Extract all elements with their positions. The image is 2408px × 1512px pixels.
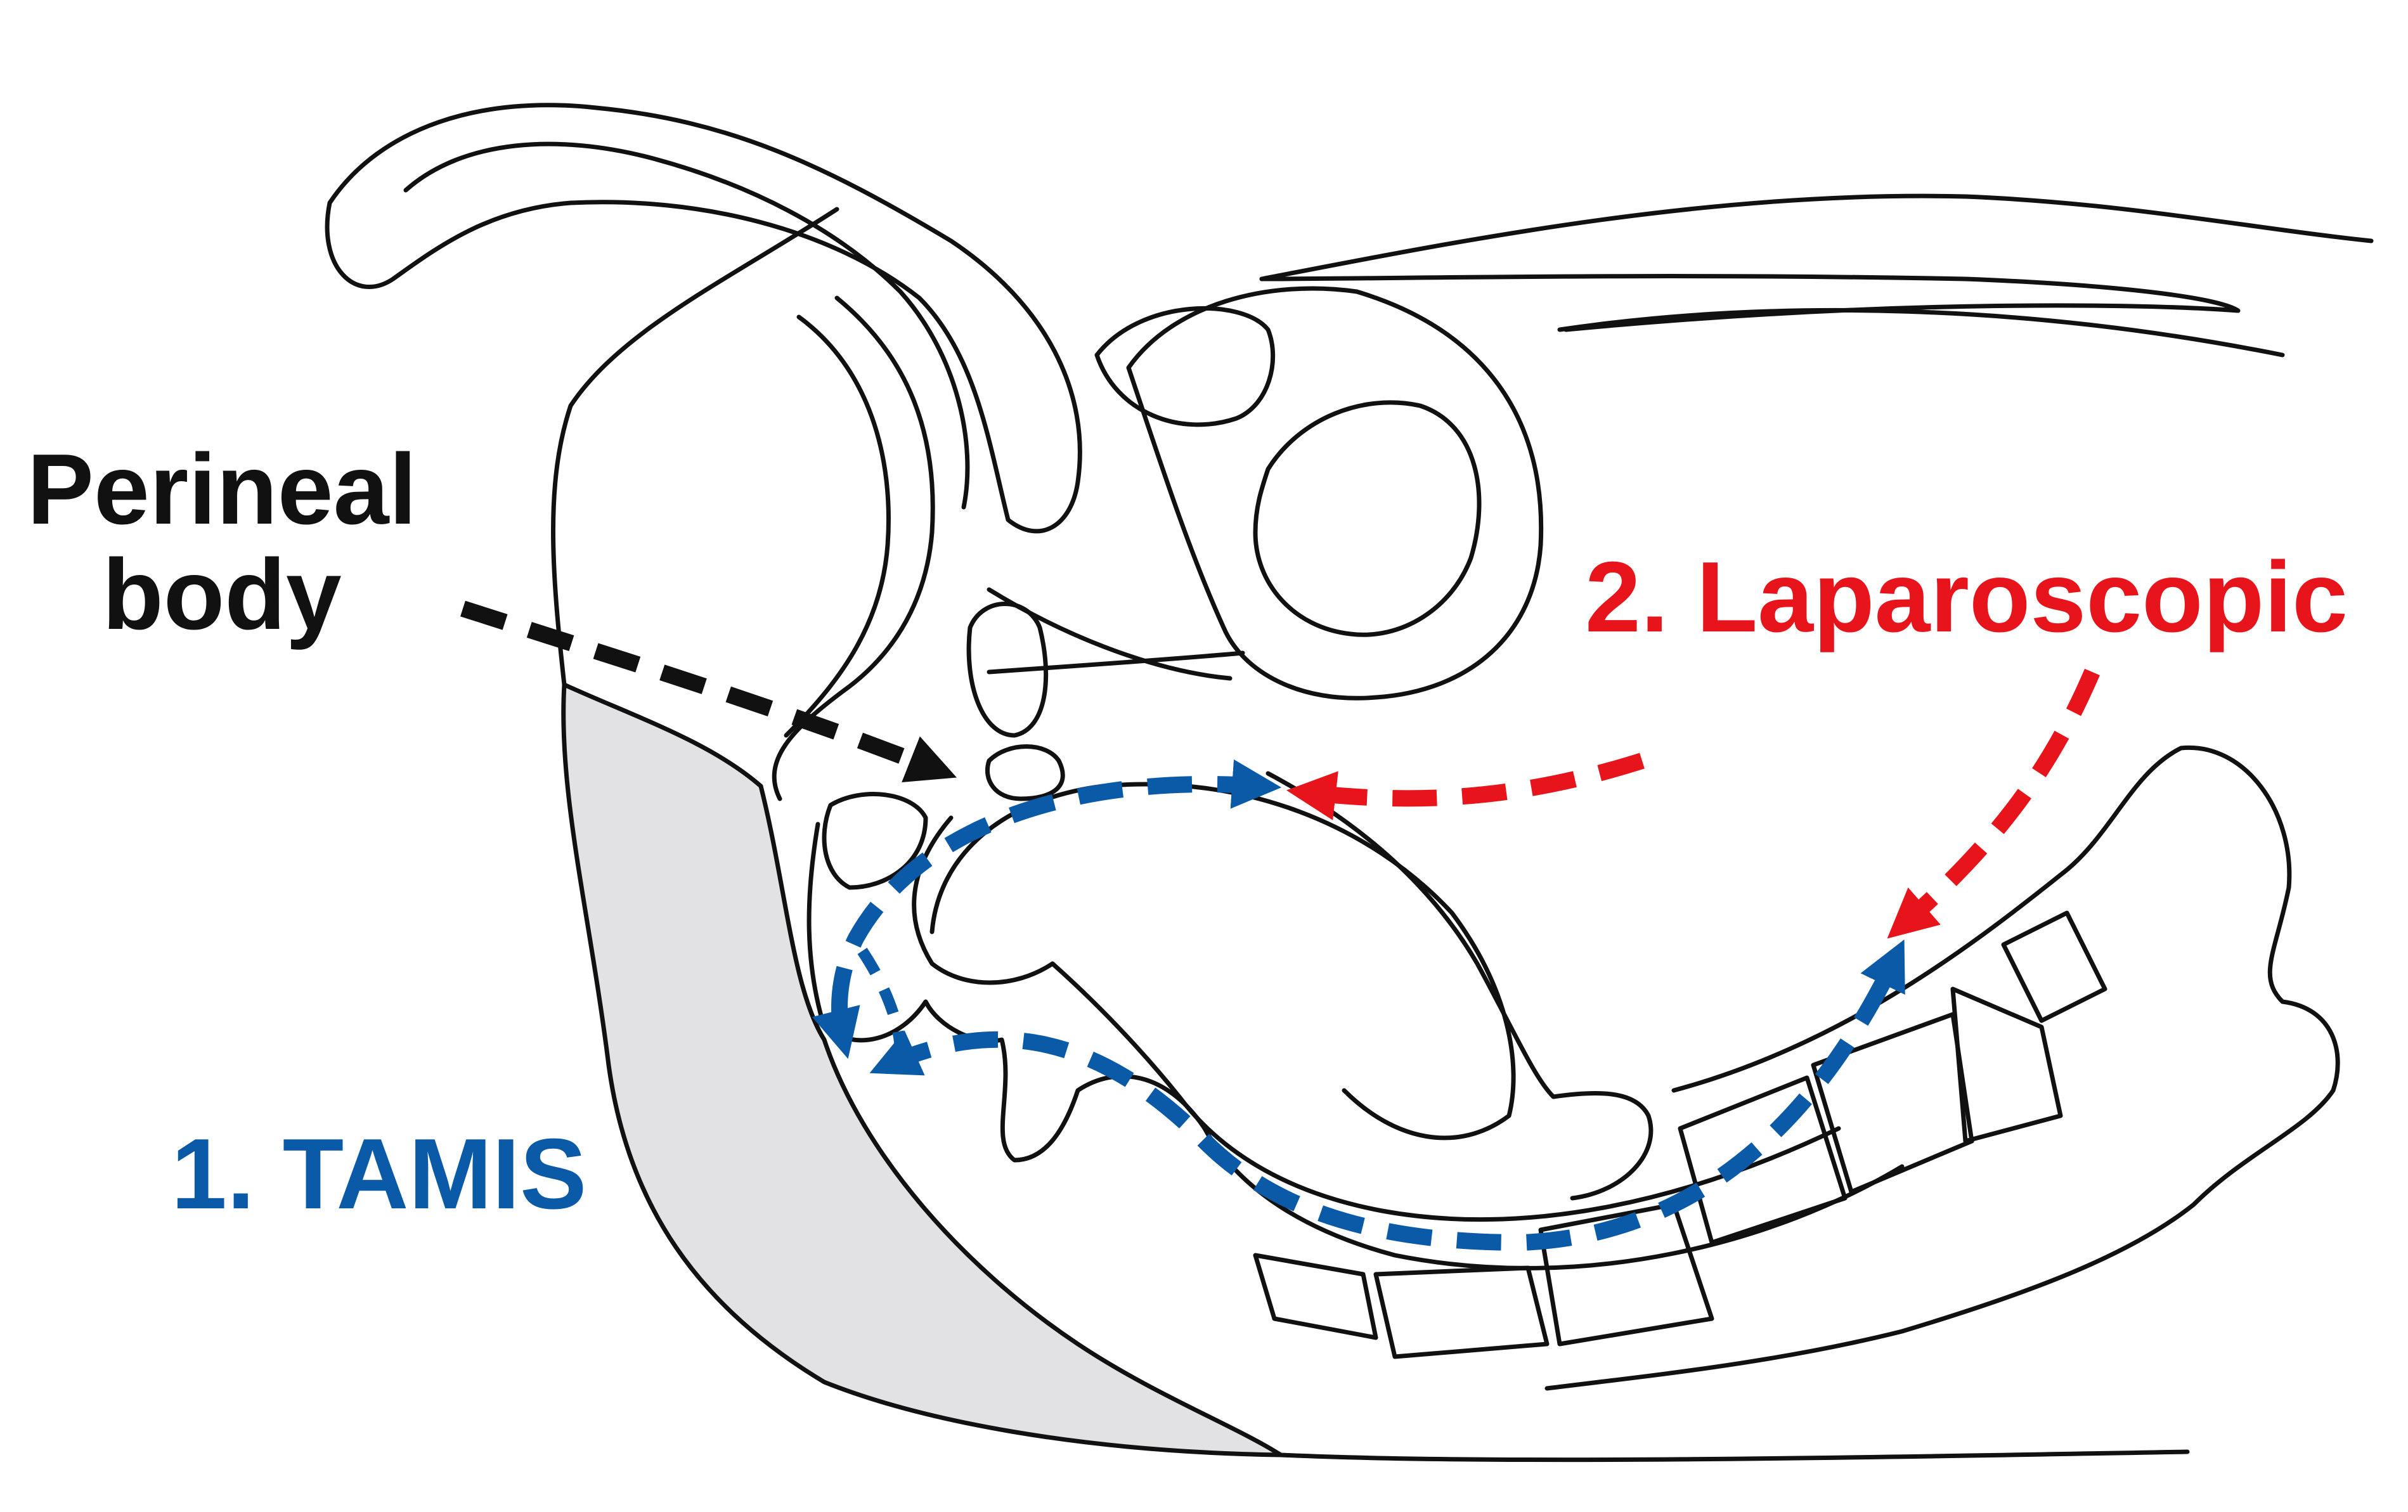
tamis-arrow-upper — [812, 759, 1282, 1059]
vertebra-1 — [2001, 910, 2107, 1023]
laparoscopic-label: 2. Laparoscopic — [1585, 541, 2348, 653]
shaded-soft-tissue — [561, 681, 1289, 1457]
vertebra-6 — [1373, 1265, 1550, 1359]
vertebra-3 — [1811, 1012, 1974, 1194]
bowel-tip — [1259, 274, 2241, 332]
vertebra-5 — [1538, 1202, 1714, 1347]
body-contour — [551, 207, 839, 687]
tamis-label: 1. TAMIS — [171, 1118, 587, 1230]
vertebra-2 — [1950, 986, 2063, 1144]
uterus-inner — [403, 141, 970, 510]
perineal-body-label: Perineal body — [19, 437, 425, 648]
rectum-inner — [912, 815, 1841, 1222]
lower-body-contour — [1278, 1449, 2190, 1463]
vaginal-canal-inner — [784, 314, 891, 738]
vertebra-7 — [1253, 1253, 1378, 1340]
sacrum-contour — [1544, 745, 2340, 1391]
perineal-nodule-2 — [985, 744, 1065, 801]
tamis-arrow-lower — [869, 939, 1905, 1251]
laparoscopic-arrow-lower — [1887, 668, 2100, 939]
vaginal-canal-outer — [772, 295, 935, 801]
perineal-nodule-1 — [966, 602, 1049, 738]
perineal-body-label-line1: Perineal — [27, 434, 417, 545]
uterus-outline — [325, 103, 1082, 534]
laparoscopic-arrow-upper — [1286, 753, 1645, 820]
urethra — [987, 587, 1245, 681]
vertebra-4 — [1678, 1075, 1848, 1245]
bladder-outline — [1126, 286, 1544, 701]
perineal-body-arrow — [460, 600, 957, 783]
pubic-bone — [1094, 306, 1276, 427]
bowel-lower-contour — [1557, 307, 2285, 358]
perineal-body-label-line2: body — [102, 538, 342, 650]
tamis-arrow-connector — [857, 948, 906, 1053]
bladder-lumen — [1253, 400, 1482, 637]
rectal-wall — [1265, 771, 1654, 1201]
rectal-lumen — [929, 782, 1516, 1140]
bowel-upper-contour — [1259, 193, 2374, 281]
